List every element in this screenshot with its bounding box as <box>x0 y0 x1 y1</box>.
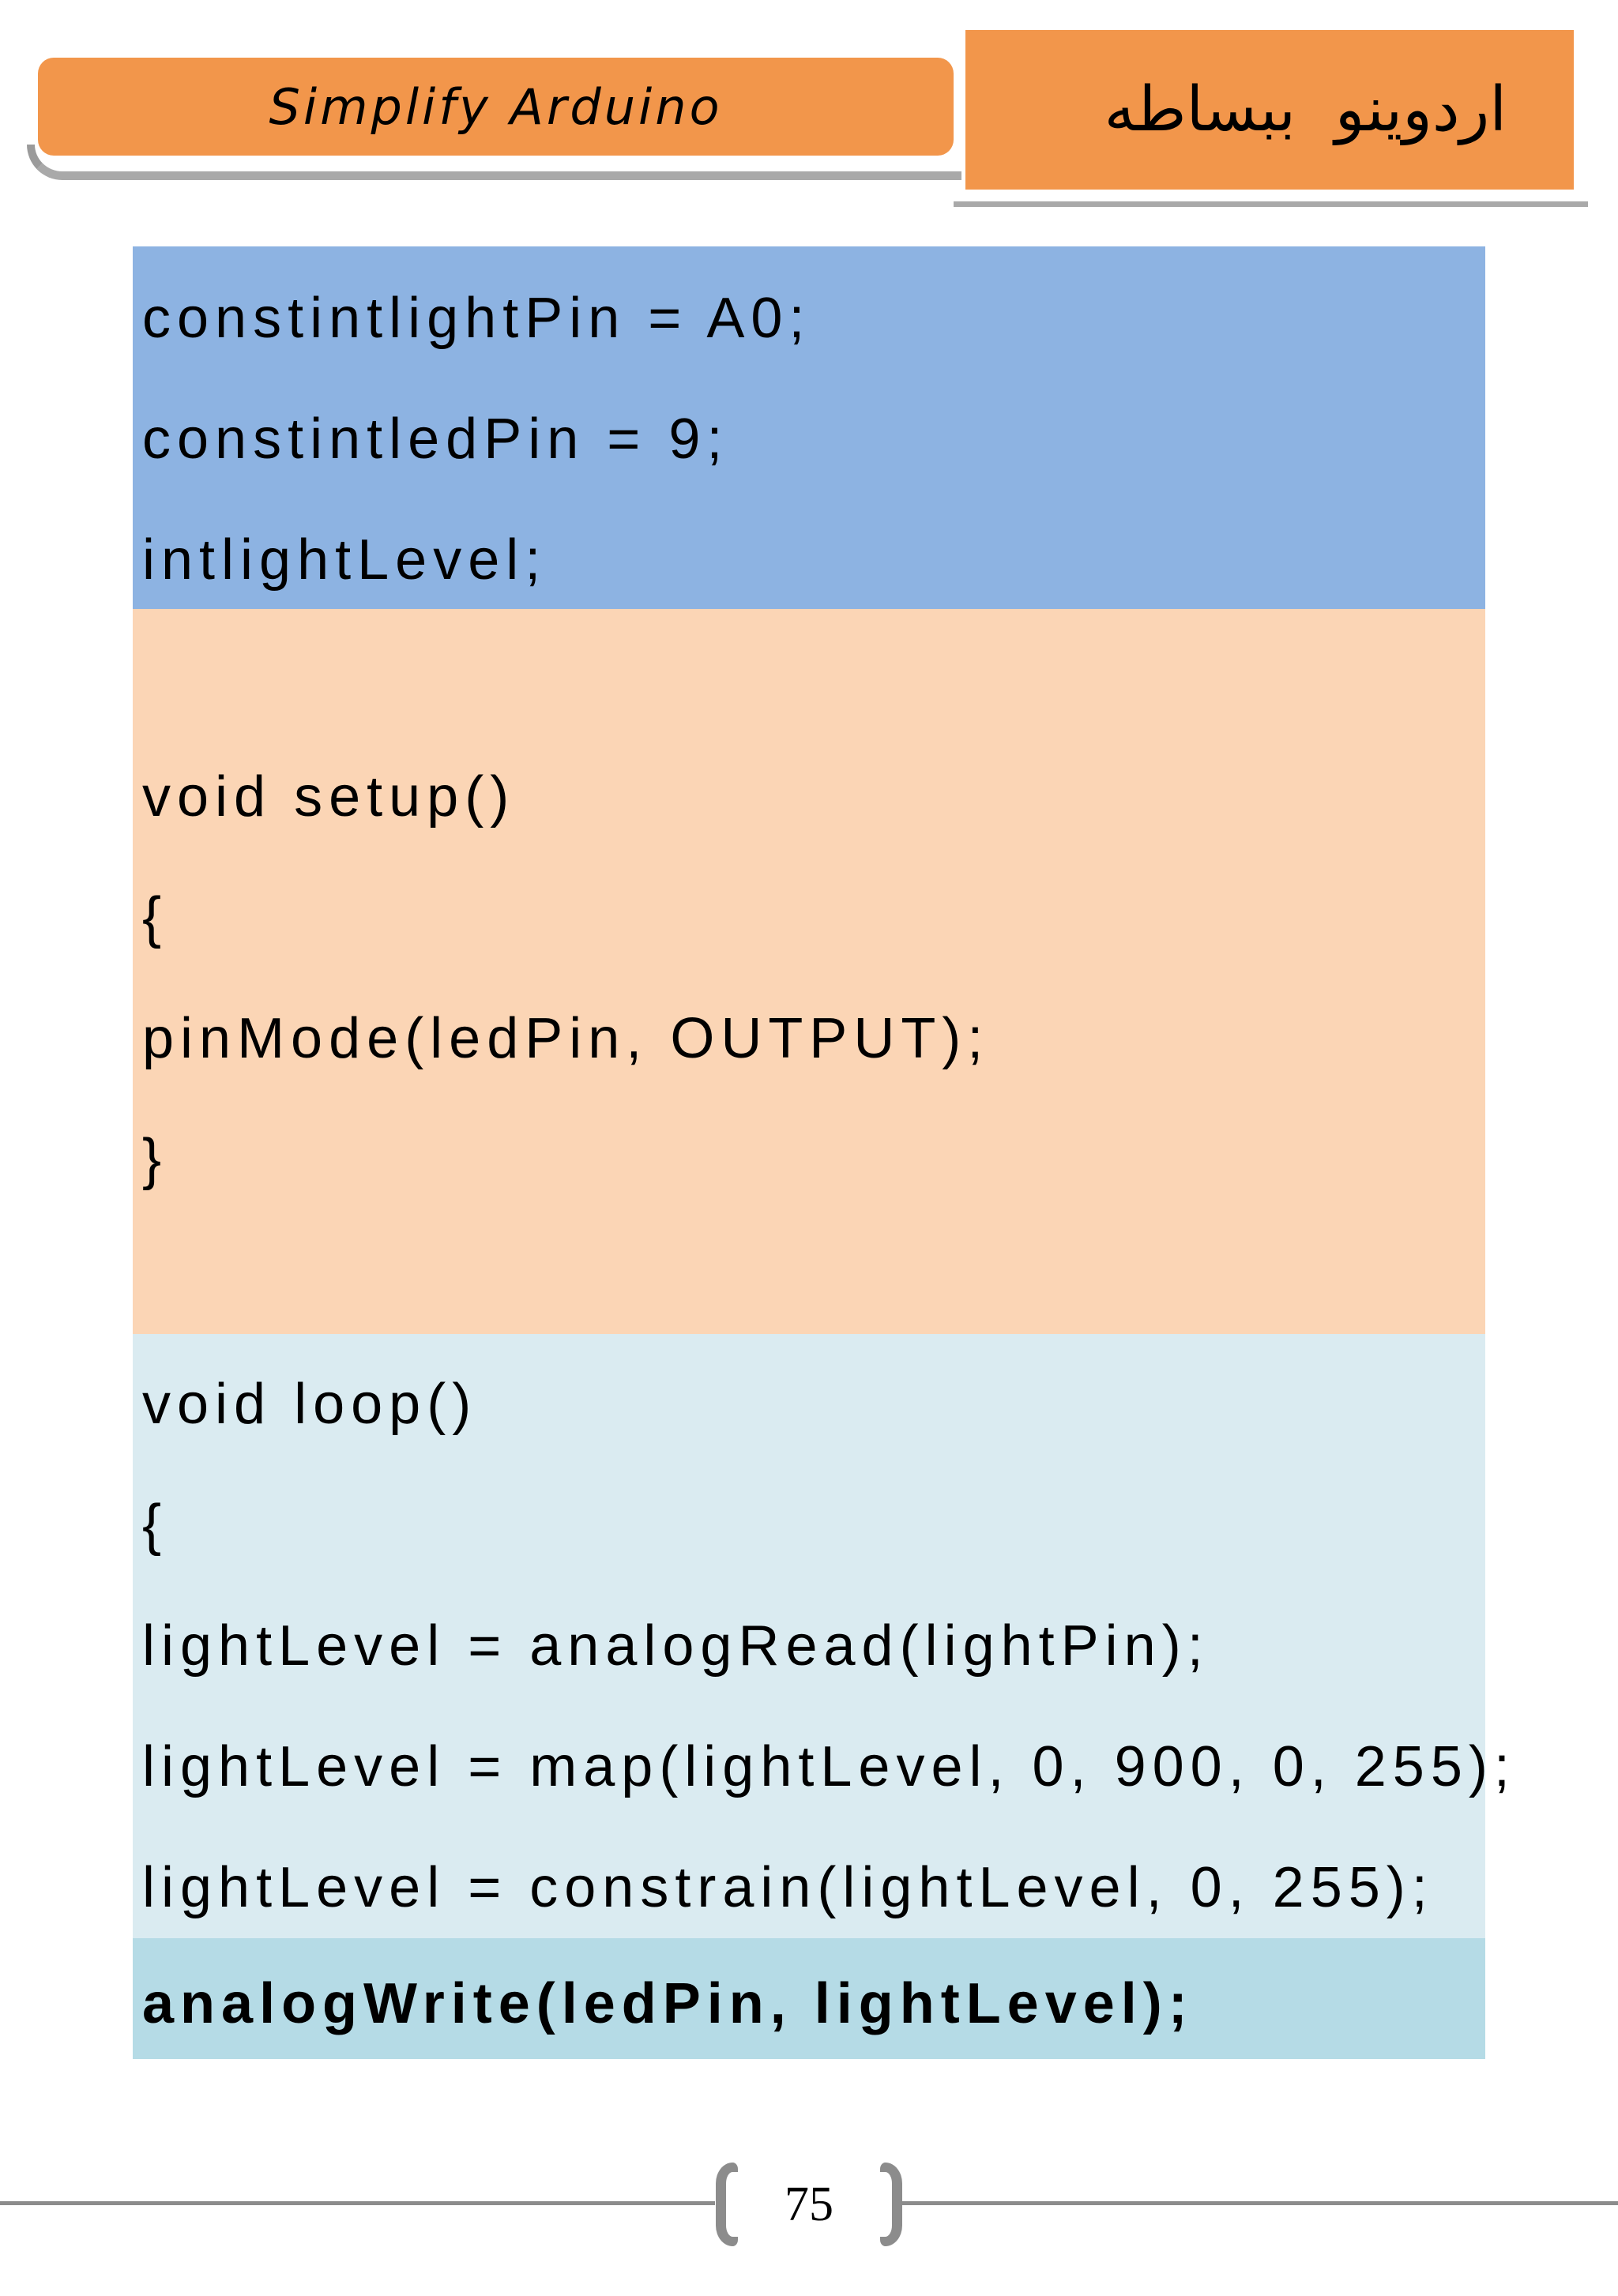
code-line: constintlightPin = A0; <box>142 286 811 350</box>
code-line: } <box>142 1127 168 1191</box>
page-number: 75 <box>785 2177 833 2231</box>
header-banner-arabic: اردوينو ببساطه <box>965 30 1574 190</box>
code-line: pinMode(ledPin, OUTPUT); <box>142 1006 990 1070</box>
code-line: lightLevel = constrain(lightLevel, 0, 25… <box>142 1855 1434 1919</box>
code-line: void loop() <box>142 1372 478 1436</box>
code-line: constintledPin = 9; <box>142 407 729 471</box>
footer-divider-right <box>902 2201 1618 2205</box>
footer-divider-left <box>0 2201 715 2205</box>
code-line: { <box>142 885 168 949</box>
code-block-highlight: analogWrite(ledPin, lightLevel); <box>133 1938 1485 2059</box>
code-line <box>133 615 1485 736</box>
code-line: analogWrite(ledPin, lightLevel); <box>142 1971 1194 2035</box>
code-listing: constintlightPin = A0; constintledPin = 9… <box>133 246 1516 2059</box>
header-banner-english: Simplify Arduino <box>38 58 954 156</box>
code-block-loop: void loop() { lightLevel = analogRead(ligh… <box>133 1334 1516 1938</box>
code-line <box>133 1219 1485 1340</box>
code-line: lightLevel = map(lightLevel, 0, 900, 0, … <box>142 1734 1516 1798</box>
code-block-setup: void setup() { pinMode(ledPin, OUTPUT);} <box>133 609 1485 1334</box>
left-bracket-icon <box>716 2163 738 2246</box>
right-bracket-icon <box>880 2163 902 2246</box>
code-line: lightLevel = analogRead(lightPin); <box>142 1614 1210 1678</box>
code-line: intlightLevel; <box>142 528 547 592</box>
page-number-badge: 75 <box>716 2163 902 2246</box>
code-line: { <box>142 1493 168 1557</box>
code-block-declarations: constintlightPin = A0; constintledPin = 9… <box>133 246 1485 609</box>
code-line: void setup() <box>142 765 516 829</box>
banner-underline <box>954 201 1588 207</box>
header-title-english: Simplify Arduino <box>269 77 723 136</box>
header-title-arabic: اردوينو ببساطه <box>1104 74 1507 145</box>
